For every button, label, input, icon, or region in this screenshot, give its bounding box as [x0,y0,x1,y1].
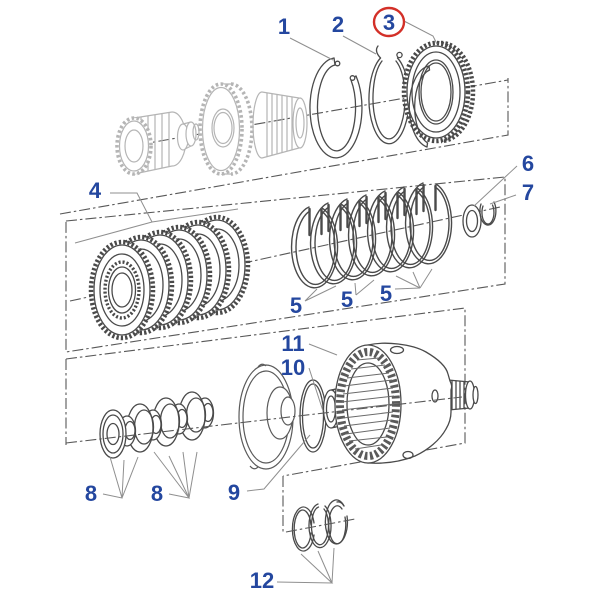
snap-ring-eyelet [334,60,341,67]
clutch-disc-front [88,239,156,341]
callout-10: 10 [281,355,305,380]
drum-bottom-hole [402,450,414,460]
spring-ring [290,206,339,289]
highlight-circle [372,6,406,38]
leader-5a [304,285,337,302]
part-7-snap-ring-small [479,201,497,226]
callout-5b: 5 [341,287,353,312]
callout-5a: 5 [290,293,302,318]
drum-internal-splines [336,348,400,460]
drum-end-face [292,97,308,149]
callout-4: 4 [89,178,102,203]
leader-1 [289,37,334,61]
part-12-seal-rings [291,499,349,552]
part-1-snap-ring [309,57,363,159]
drum-spline-hatching [341,357,395,450]
drum-side-hole [431,389,439,403]
callout-7: 7 [522,180,534,205]
callout-3-highlighted: 3 [383,10,395,35]
leader-11 [308,343,338,356]
callout-12: 12 [250,568,274,593]
part-4-clutch-disc-pack [88,214,251,341]
leader-6 [473,165,518,207]
seal-ring [308,503,332,549]
part-5-spring-rings [290,182,453,289]
callout-11: 11 [281,331,304,356]
seal-axis-centerline [285,518,356,533]
top-box-edge [59,78,509,215]
leader-12 [276,547,335,584]
blocker-c-ring [408,65,431,148]
callout-2: 2 [332,12,344,37]
leader-5c [394,268,433,290]
snap-ring-eyelet [349,75,356,81]
washer-front [99,409,127,459]
part-3-toothed-ring [401,40,476,144]
spring-ring [309,202,358,285]
callout-labels: 1 2 3 4 5 5 5 6 7 8 8 9 10 11 12 [85,6,534,593]
callout-1: 1 [278,14,290,39]
seal-ring [291,506,315,552]
part-6-seal-ring [462,204,482,238]
leader-2 [342,35,377,55]
leader-7 [489,194,517,205]
middle-box [65,176,506,353]
leader-5b [354,279,375,296]
callout-5c: 5 [380,281,392,306]
leader-9 [246,434,311,492]
leader-8a [102,456,139,499]
callout-9: 9 [228,480,240,505]
seal-ring [324,499,349,545]
part-11-clutch-drum [334,342,479,464]
drum-top-hole [389,345,405,355]
shaft-assembly-faded [115,82,308,176]
part-8-washer-stack [99,391,215,459]
part-9-piston [238,363,296,470]
callout-8a: 8 [85,481,97,506]
part-2-wire-ring [368,45,410,145]
leader-lines [74,20,518,584]
leader-3 [403,20,438,45]
leader-8b [153,451,198,499]
wire-ring-hook [396,51,403,59]
leader-4-bracket [74,192,239,244]
leader-10 [308,367,324,412]
drum-output-stub [447,379,479,411]
callout-8b: 8 [151,481,163,506]
bottom-axis-centerline [65,396,463,444]
callout-6: 6 [522,151,534,176]
